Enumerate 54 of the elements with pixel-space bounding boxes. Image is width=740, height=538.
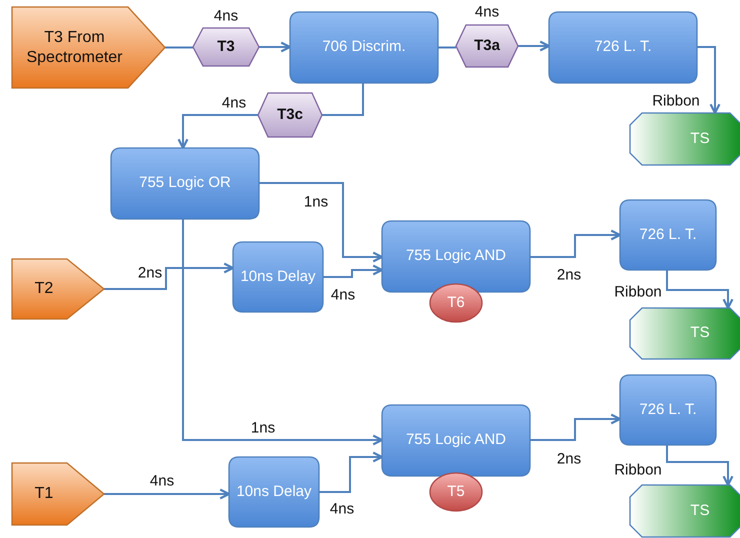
module-box: [111, 148, 259, 219]
hexagon-tag: [456, 25, 518, 67]
node-text: 10ns Delay: [236, 482, 312, 502]
node-text: T3c: [277, 106, 303, 124]
module-box: [382, 405, 530, 476]
module-box: [382, 221, 530, 292]
module-box: [229, 457, 319, 527]
output-octagon: [630, 113, 740, 165]
connector-arrow: [697, 46, 720, 114]
hexagon-tag: [193, 28, 259, 66]
connector-arrow: [104, 488, 230, 500]
module-box: [620, 375, 716, 445]
node-text: T3: [217, 38, 235, 56]
node-text: T3 From Spectrometer: [25, 28, 124, 68]
node-text: T3a: [474, 36, 500, 56]
output-octagon: [630, 308, 740, 359]
hexagon-tag: [258, 93, 322, 137]
connector-arrow: [259, 42, 292, 52]
output-octagon: [630, 485, 740, 537]
module-box: [549, 12, 697, 83]
input-pentagon: [12, 259, 104, 319]
tag-ellipse: [430, 284, 482, 322]
node-text: 706 Discrim.: [322, 38, 406, 57]
connector-arrow: [666, 445, 734, 486]
module-box: [233, 242, 323, 312]
input-pentagon: [12, 7, 165, 88]
connector-arrow: [530, 230, 622, 258]
input-pentagon: [12, 463, 104, 525]
node-text: TS: [690, 324, 710, 343]
node-text: 726 L. T.: [594, 38, 652, 57]
module-box: [290, 12, 438, 83]
connector-arrow: [319, 452, 384, 493]
module-box: [620, 200, 716, 270]
tag-ellipse: [430, 473, 482, 511]
node-text: 726 L. T.: [639, 400, 697, 420]
connector-arrow: [178, 114, 258, 150]
connector-arrow: [182, 219, 384, 446]
node-text: 10ns Delay: [240, 268, 316, 286]
connector-arrow: [259, 182, 384, 262]
connector-arrow: [323, 264, 384, 278]
node-text: 726 L. T.: [639, 226, 697, 244]
node-text: 755 Logic AND: [406, 247, 506, 266]
node-text: TS: [690, 502, 710, 520]
node-text: 755 Logic OR: [139, 174, 231, 193]
connector-arrow: [518, 40, 550, 52]
connector-arrow: [666, 270, 734, 310]
node-text: T2: [34, 279, 54, 299]
connector-arrow: [104, 262, 234, 290]
node-text: TS: [690, 130, 710, 148]
node-text: 755 Logic AND: [406, 431, 506, 450]
node-text: T1: [34, 484, 54, 504]
connector-arrow: [530, 414, 622, 441]
node-text: T6: [447, 294, 465, 312]
node-text: T5: [447, 482, 465, 502]
